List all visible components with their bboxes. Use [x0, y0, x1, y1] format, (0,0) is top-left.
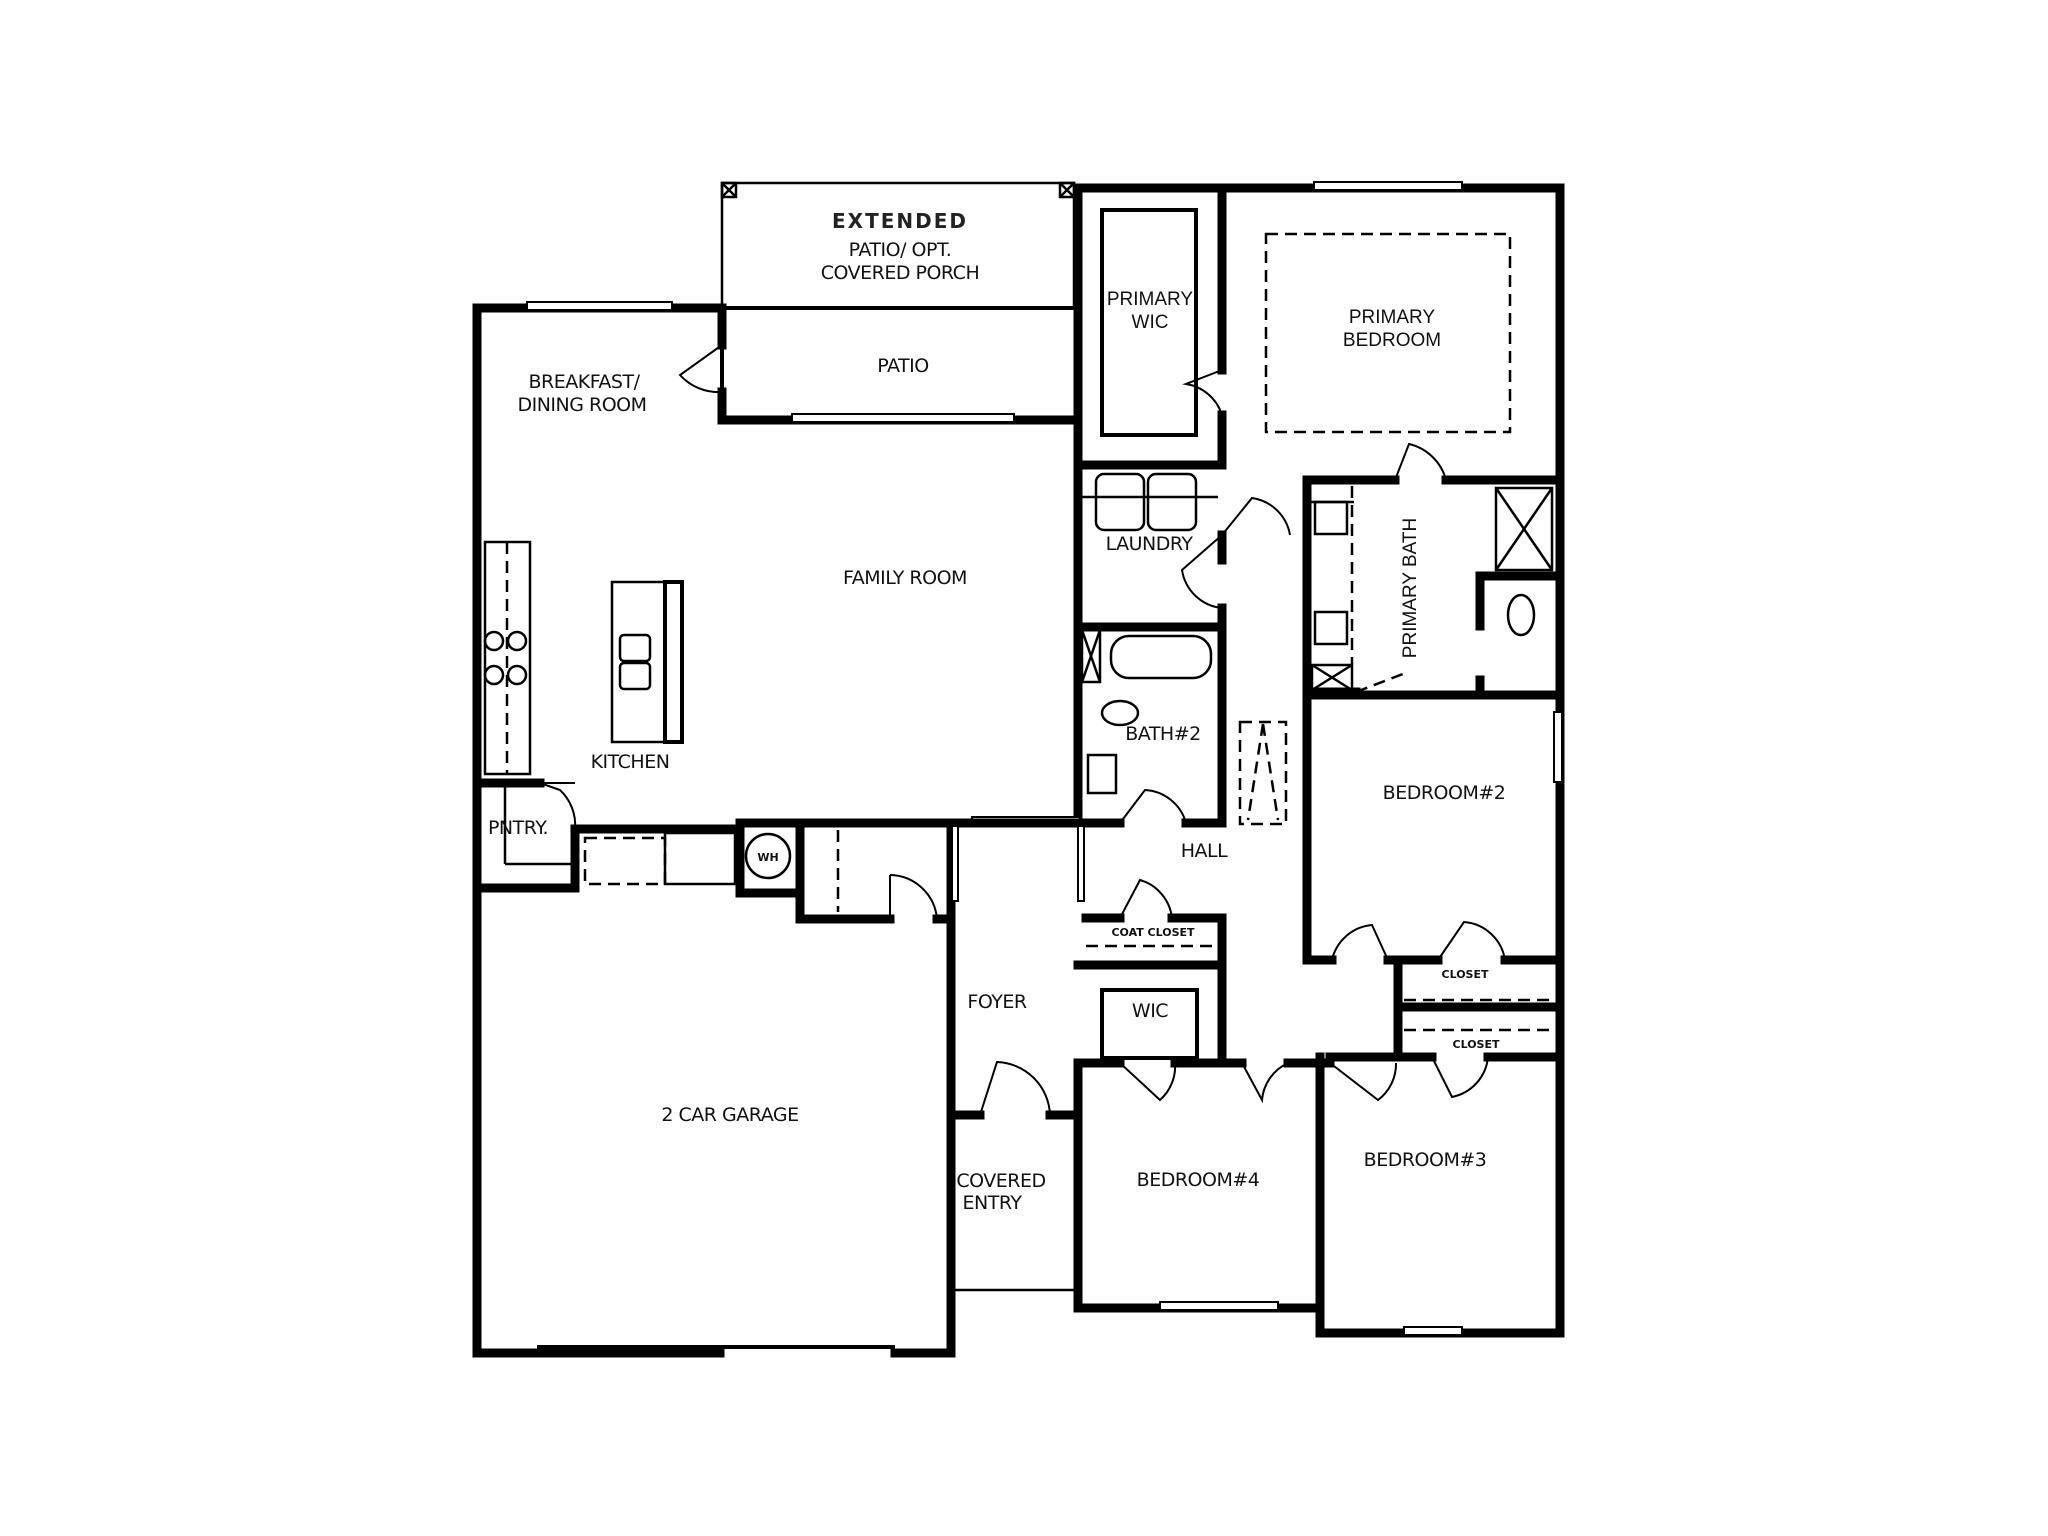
room-label-pantry: PNTRY.: [488, 817, 548, 839]
room-label-coat-closet: COAT CLOSET: [1111, 926, 1195, 939]
door-icon: [1182, 369, 1223, 416]
room-label-patio: PATIO: [877, 355, 928, 377]
room-label-bath2: BATH#2: [1125, 723, 1200, 745]
sink-icon: [618, 633, 652, 691]
interior-walls: [472, 183, 1565, 1313]
room-label-primary-wic: PRIMARY: [1107, 289, 1194, 310]
door-icon: [1119, 788, 1187, 824]
shower-icon: [1494, 486, 1554, 572]
room-label-bedroom2: BEDROOM#2: [1383, 782, 1506, 804]
door-icon: [1119, 878, 1173, 919]
water-heater-icon: [744, 832, 792, 880]
room-label-hall: HALL: [1181, 840, 1228, 862]
room-labels: EXTENDED PATIO/ OPT. COVERED PORCH PATIO…: [488, 209, 1506, 1214]
room-label-dining-room: DINING ROOM: [517, 394, 646, 416]
room-label-foyer: FOYER: [967, 991, 1026, 1013]
room-label-closet-a: CLOSET: [1442, 968, 1489, 981]
door-icon: [1221, 496, 1291, 536]
bathtub-icon: [1080, 628, 1213, 684]
linen-closet-icon: [1310, 663, 1354, 692]
door-icon: [889, 874, 938, 920]
doors: [539, 344, 1506, 1116]
room-label-primary-bedroom-2: BEDROOM: [1343, 330, 1441, 351]
post-icon: [720, 181, 738, 199]
room-label-closet-b: CLOSET: [1453, 1038, 1500, 1051]
door-icon: [539, 782, 577, 830]
sink-icon: [1086, 753, 1118, 795]
room-label-primary-bath: PRIMARY BATH: [1400, 518, 1421, 658]
post-icon: [1058, 181, 1076, 199]
door-icon: [1180, 534, 1223, 609]
door-icon: [1241, 1062, 1289, 1104]
toilet-icon: [1506, 593, 1536, 637]
attic-stairs-icon: [1238, 720, 1288, 826]
washer-dryer-icon: [1082, 472, 1218, 532]
room-label-breakfast: BREAKFAST/: [529, 371, 641, 393]
room-label-bedroom4: BEDROOM#4: [1137, 1169, 1260, 1191]
sink-icon: [1313, 610, 1349, 646]
room-label-garage: 2 CAR GARAGE: [661, 1104, 798, 1126]
door-icon: [1431, 1056, 1489, 1099]
room-label-wic: WIC: [1132, 1000, 1168, 1022]
room-label-extended: EXTENDED: [832, 209, 968, 233]
toilet-icon: [1100, 699, 1140, 727]
room-label-covered-entry-2: ENTRY: [963, 1192, 1023, 1214]
room-label-covered-porch: COVERED PORCH: [821, 262, 980, 284]
room-label-kitchen: KITCHEN: [591, 751, 670, 773]
room-label-primary-wic-2: WIC: [1132, 312, 1169, 333]
door-icon: [1394, 442, 1447, 481]
room-label-primary-bedroom: PRIMARY: [1349, 307, 1436, 328]
room-label-family-room: FAMILY ROOM: [843, 567, 967, 589]
room-label-water-heater: WH: [757, 851, 778, 864]
room-label-laundry: LAUNDRY: [1106, 533, 1194, 555]
door-icon: [1329, 1062, 1398, 1102]
fixtures: [483, 208, 1554, 1060]
room-label-extended-patio: PATIO/ OPT.: [849, 239, 952, 261]
door-icon: [979, 1060, 1051, 1116]
door-icon: [1331, 923, 1389, 961]
sink-icon: [1313, 500, 1349, 536]
cooktop-icon: [483, 630, 528, 686]
room-label-bedroom3: BEDROOM#3: [1364, 1149, 1487, 1171]
door-icon: [1119, 1062, 1177, 1102]
door-icon: [678, 344, 723, 394]
room-label-covered-entry: COVERED: [956, 1170, 1045, 1192]
door-icon: [1355, 670, 1409, 694]
door-icon: [1437, 920, 1506, 961]
